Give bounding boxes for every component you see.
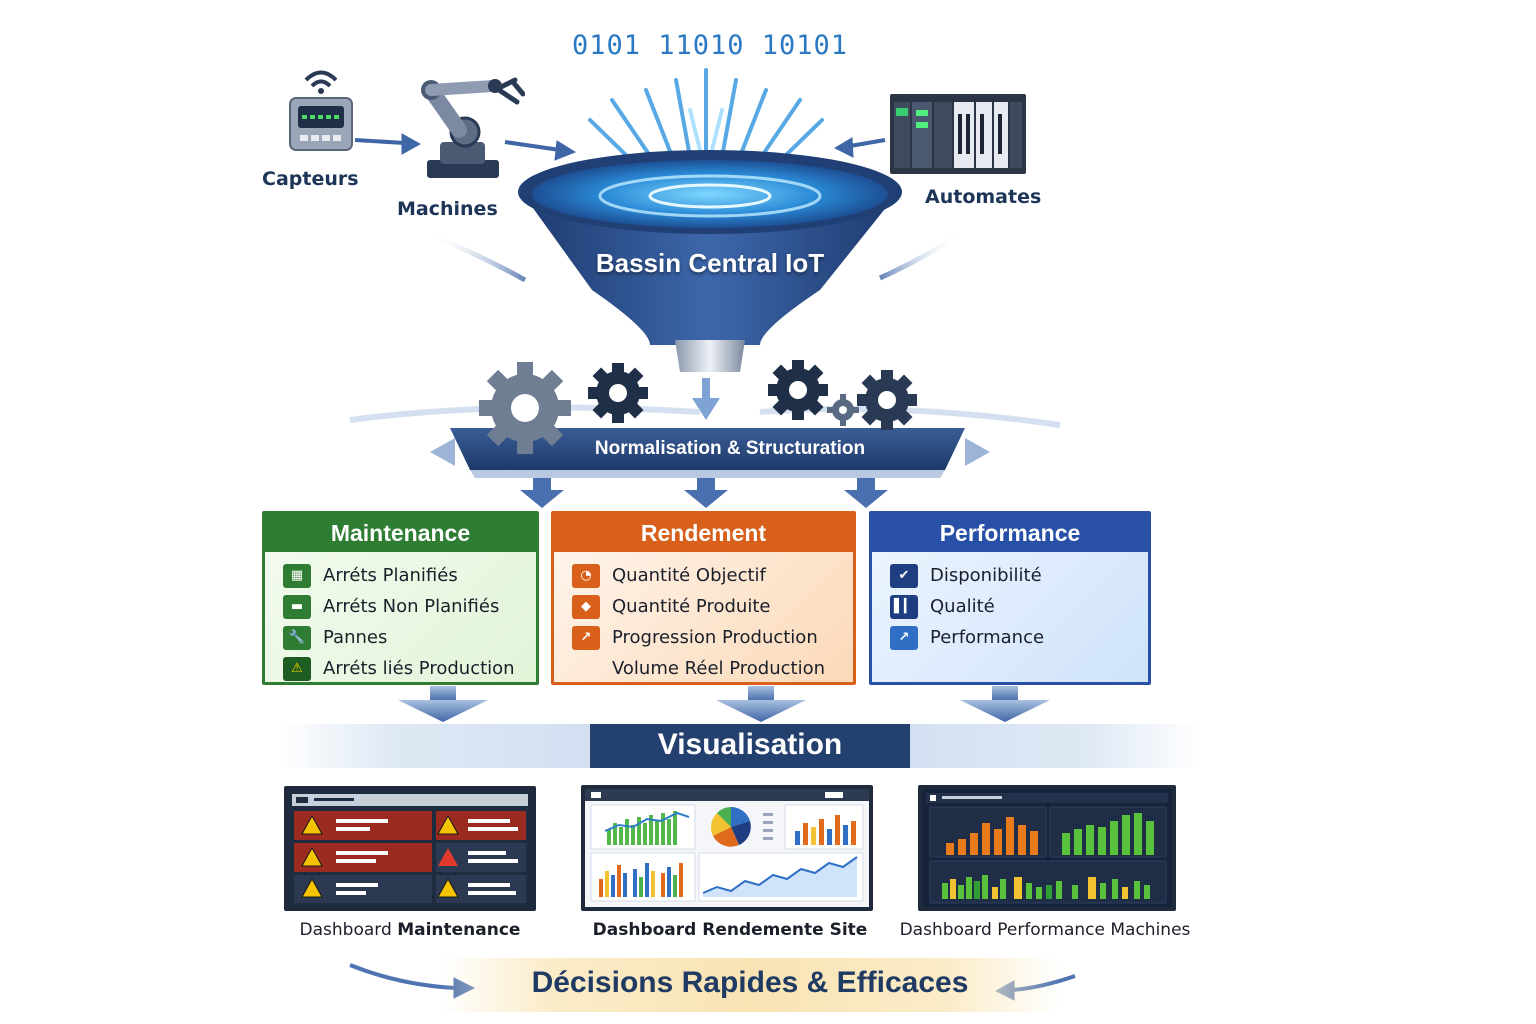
stop-icon: ▬ [283, 594, 311, 619]
sensor-icon [286, 60, 356, 155]
dashboard-maintenance-caption: Dashboard Maintenance [284, 920, 536, 940]
list-item: ▦ Arréts Planifiés [283, 560, 520, 591]
item-label: Quantité Produite [612, 596, 771, 617]
maintenance-box: Maintenance ▦ Arréts Planifiés ▬ Arréts … [262, 511, 539, 685]
performance-title: Performance [872, 514, 1148, 552]
box-icon: ◆ [572, 594, 600, 619]
performance-box: Performance ✔ Disponibilité ▌▎ Qualité ↗… [869, 511, 1151, 685]
item-label: Quantité Objectif [612, 565, 766, 586]
list-item: ✔ Disponibilité [890, 560, 1132, 591]
caption-prefix: Dashboard Performance Machines [899, 920, 1191, 940]
list-item: ▌▎ Qualité [890, 591, 1132, 622]
item-label: Pannes [323, 627, 388, 648]
down-arrows-to-categories [520, 478, 888, 508]
robot-arm-icon [415, 72, 526, 182]
normalisation-label: Normalisation & Structuration [594, 438, 866, 459]
caption-bold: Dashboard Rendemente Site [592, 920, 868, 940]
check-icon: ✔ [890, 563, 918, 588]
machines-label: Machines [397, 198, 498, 220]
item-label: Volume Réel Production [612, 658, 826, 679]
item-label: Arréts Non Planifiés [323, 596, 500, 617]
source-arrows [354, 133, 962, 283]
item-label: Arréts Planifiés [323, 565, 458, 586]
target-icon: ◔ [572, 563, 600, 588]
speed-icon: ↗ [890, 625, 918, 650]
dashboard-maintenance-screen [284, 786, 536, 911]
rendement-title: Rendement [554, 514, 853, 552]
visualisation-label: Visualisation [657, 728, 843, 761]
list-item: ◔ Quantité Objectif [572, 560, 837, 591]
hub-title: Bassin Central IoT [595, 248, 825, 278]
caption-bold: Maintenance [397, 920, 521, 940]
item-label: Qualité [930, 596, 995, 617]
binary-stream: 0101 11010 10101 [571, 30, 849, 61]
decision-label: Décisions Rapides & Efficaces [531, 966, 969, 999]
item-label: Progression Production [612, 627, 818, 648]
list-item: Volume Réel Production [572, 653, 837, 682]
wrench-icon: 🔧 [283, 625, 311, 650]
list-item: ◆ Quantité Produite [572, 591, 837, 622]
funnel [518, 150, 902, 420]
warning-icon: ⚠ [283, 656, 311, 681]
list-item: ↗ Performance [890, 622, 1132, 653]
visualisation-core [590, 724, 910, 768]
list-item: ↗ Progression Production [572, 622, 837, 653]
calendar-icon: ▦ [283, 563, 311, 588]
normalisation-bar [349, 404, 1061, 478]
automates-label: Automates [925, 186, 1042, 208]
caption-prefix: Dashboard [299, 920, 392, 940]
maintenance-title: Maintenance [265, 514, 536, 552]
decision-band [440, 958, 1060, 1012]
item-label: Arréts liés Production [323, 658, 515, 679]
rendement-box: Rendement ◔ Quantité Objectif ◆ Quantité… [551, 511, 856, 685]
bar-chart-icon: ▌▎ [890, 594, 918, 619]
item-label: Performance [930, 627, 1045, 648]
list-item: ⚠ Arréts liés Production [283, 653, 520, 682]
list-item: ▬ Arréts Non Planifiés [283, 591, 520, 622]
capteurs-label: Capteurs [262, 168, 359, 190]
dashboard-rendement-caption: Dashboard Rendemente Site [570, 920, 890, 940]
dashboard-performance-caption: Dashboard Performance Machines [890, 920, 1200, 940]
list-item: 🔧 Pannes [283, 622, 520, 653]
trend-icon: ↗ [572, 625, 600, 650]
down-arrows-to-visualisation [398, 686, 1050, 722]
plc-automates-icon [890, 94, 1026, 174]
dashboard-rendement-screen [581, 785, 873, 911]
dashboard-performance-screen [918, 785, 1176, 911]
item-label: Disponibilité [930, 565, 1042, 586]
